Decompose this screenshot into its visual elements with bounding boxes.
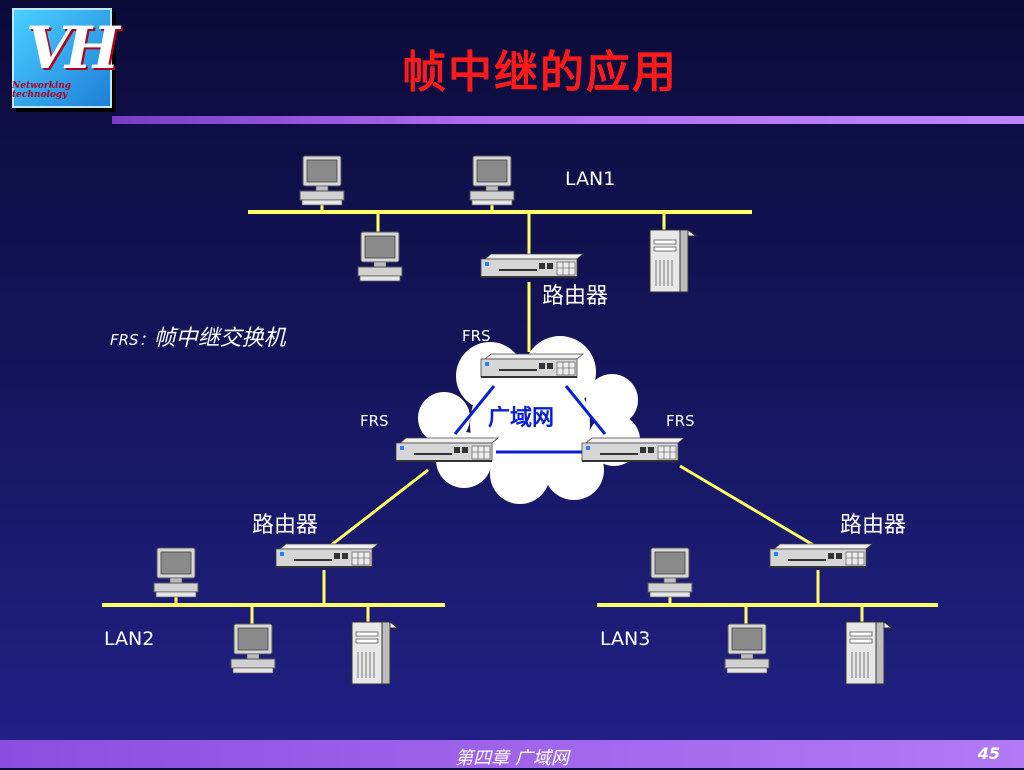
- router-icon: [275, 543, 379, 568]
- server-icon: [845, 621, 893, 685]
- router-label: 路由器: [252, 513, 319, 538]
- logo-caption: Networking technology: [12, 82, 112, 100]
- frs-switch-icon: [395, 437, 499, 462]
- pc-icon: [230, 623, 276, 674]
- frs-to-router-link: [679, 464, 816, 548]
- frs-to-router-link: [329, 468, 429, 548]
- router-label: 路由器: [542, 284, 609, 309]
- pc-icon: [647, 547, 693, 598]
- logo-letters: VH: [26, 14, 120, 82]
- legend: FRS：帧中继交换机: [110, 320, 286, 352]
- pc-icon: [357, 231, 403, 282]
- legend-key: FRS：: [110, 331, 154, 349]
- logo-caption-line1: Networking: [12, 81, 72, 91]
- router-icon: [480, 253, 584, 278]
- title-divider-bar: [112, 116, 1024, 124]
- server-icon: [351, 621, 399, 685]
- router-icon: [769, 543, 873, 568]
- frs-label: FRS: [360, 412, 389, 430]
- server-icon: [649, 229, 697, 293]
- slide-title: 帧中继的应用: [402, 47, 678, 98]
- pc-icon: [153, 547, 199, 598]
- page-number: 45: [977, 744, 1000, 763]
- pc-icon: [724, 623, 770, 674]
- wan-link: [564, 385, 607, 435]
- router-label: 路由器: [840, 513, 907, 538]
- frs-label: FRS: [666, 412, 695, 430]
- pc-icon: [299, 155, 345, 206]
- lan2-label: LAN2: [104, 628, 155, 650]
- lan3-label: LAN3: [600, 628, 651, 650]
- footer-chapter: 第四章 广域网: [455, 748, 569, 769]
- legend-value: 帧中继交换机: [153, 326, 286, 351]
- frs-label: FRS: [462, 327, 491, 345]
- lan1-label: LAN1: [565, 168, 616, 190]
- footer-bar: 第四章 广域网 45: [0, 740, 1024, 769]
- logo-caption-line2: technology: [12, 90, 68, 100]
- frs-switch-icon: [480, 353, 584, 378]
- wan-link: [453, 385, 496, 435]
- pc-icon: [469, 155, 515, 206]
- wan-label: 广域网: [488, 406, 555, 431]
- frs-switch-icon: [581, 437, 685, 462]
- logo: VH Networking technology: [12, 8, 120, 108]
